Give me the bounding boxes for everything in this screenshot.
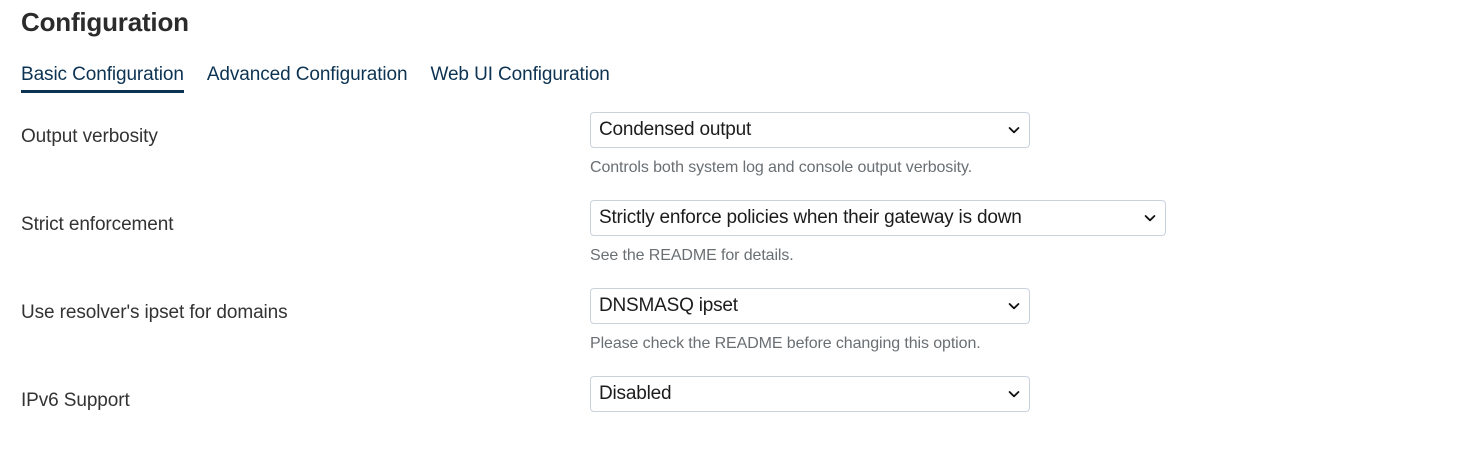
tab-label: Advanced Configuration <box>206 64 408 85</box>
tab-label: Web UI Configuration <box>430 64 610 85</box>
form-row: IPv6 Support Disabled <box>0 376 1457 464</box>
tab-label: Basic Configuration <box>21 64 184 85</box>
field-label-output-verbosity: Output verbosity <box>21 126 158 147</box>
field-help-text: Please check the README before changing … <box>590 335 981 352</box>
form-row: Output verbosity Condensed output Contro… <box>0 112 1457 200</box>
configuration-form: Output verbosity Condensed output Contro… <box>0 112 1457 464</box>
tab-basic-configuration[interactable]: Basic Configuration <box>21 62 184 93</box>
field-label-ipv6-support: IPv6 Support <box>21 390 130 411</box>
select-value: DNSMASQ ipset <box>599 295 738 316</box>
select-value: Condensed output <box>599 119 752 140</box>
output-verbosity-select[interactable]: Condensed output <box>590 112 1030 148</box>
tab-advanced-configuration[interactable]: Advanced Configuration <box>207 62 408 93</box>
field-label-resolver-ipset: Use resolver's ipset for domains <box>21 302 288 323</box>
field-control: Disabled <box>590 376 1457 412</box>
select-value: Strictly enforce policies when their gat… <box>599 207 1022 228</box>
tab-web-ui-configuration[interactable]: Web UI Configuration <box>430 62 609 93</box>
field-control: Condensed output Controls both system lo… <box>590 112 1457 179</box>
tab-bar: Basic Configuration Advanced Configurati… <box>21 62 610 93</box>
select-value: Disabled <box>599 383 672 404</box>
field-help-text: See the README for details. <box>590 247 794 264</box>
form-row: Use resolver's ipset for domains DNSMASQ… <box>0 288 1457 376</box>
resolver-ipset-select[interactable]: DNSMASQ ipset <box>590 288 1030 324</box>
chevron-down-icon <box>1006 377 1022 411</box>
strict-enforcement-select[interactable]: Strictly enforce policies when their gat… <box>590 200 1166 236</box>
chevron-down-icon <box>1006 289 1022 323</box>
chevron-down-icon <box>1006 113 1022 147</box>
form-row: Strict enforcement Strictly enforce poli… <box>0 200 1457 288</box>
field-control: Strictly enforce policies when their gat… <box>590 200 1457 267</box>
page-title: Configuration <box>21 7 189 37</box>
configuration-page: Configuration Basic Configuration Advanc… <box>21 7 1166 412</box>
field-control: DNSMASQ ipset Please check the README be… <box>590 288 1457 355</box>
chevron-down-icon <box>1142 201 1158 235</box>
ipv6-support-select[interactable]: Disabled <box>590 376 1030 412</box>
field-label-strict-enforcement: Strict enforcement <box>21 214 174 235</box>
field-help-text: Controls both system log and console out… <box>590 159 973 176</box>
